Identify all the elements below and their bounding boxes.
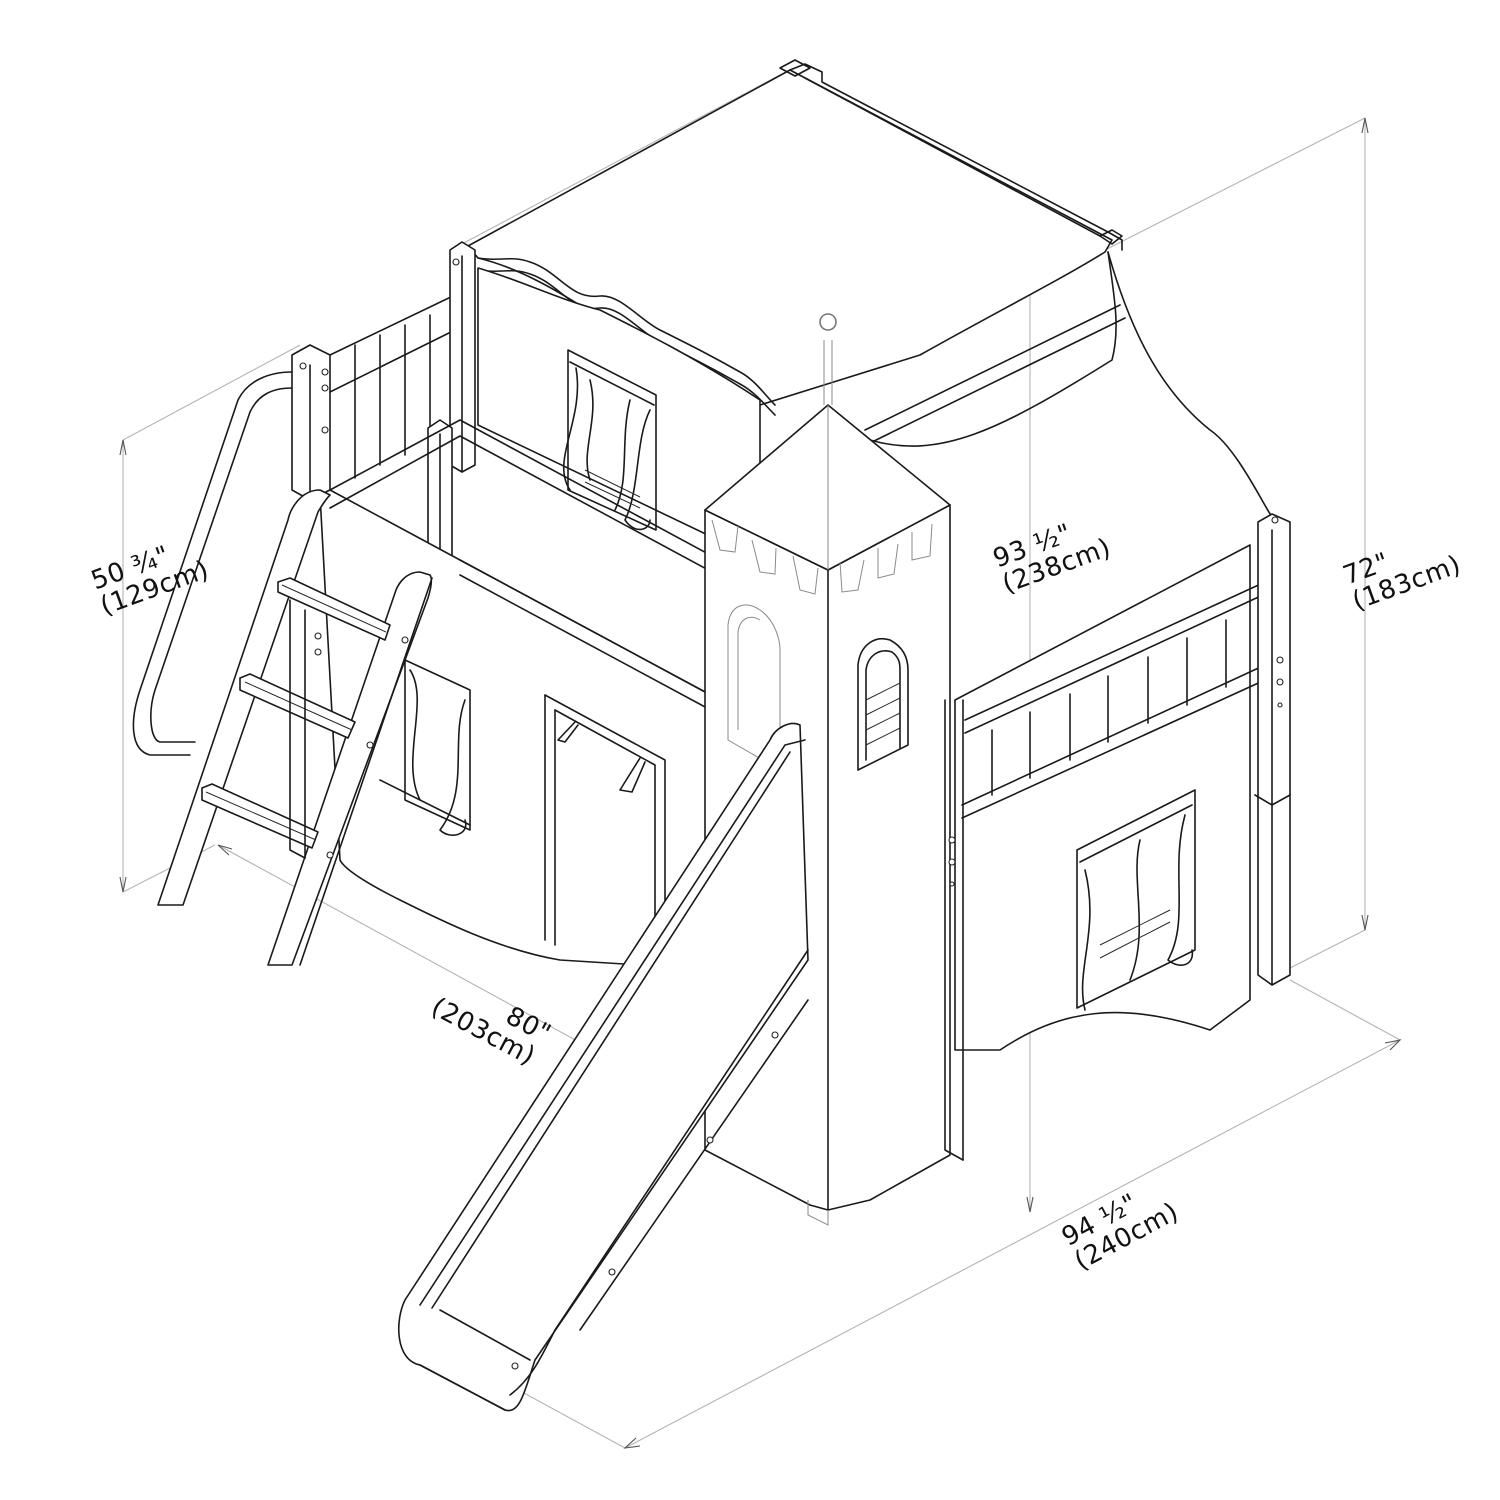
tower xyxy=(704,313,951,1226)
slide xyxy=(397,722,809,1412)
left-railing xyxy=(291,241,476,591)
upper-tent-panel xyxy=(477,267,761,561)
ladder xyxy=(157,489,433,966)
right-side-wall xyxy=(944,513,1291,1161)
handrail xyxy=(132,371,293,756)
